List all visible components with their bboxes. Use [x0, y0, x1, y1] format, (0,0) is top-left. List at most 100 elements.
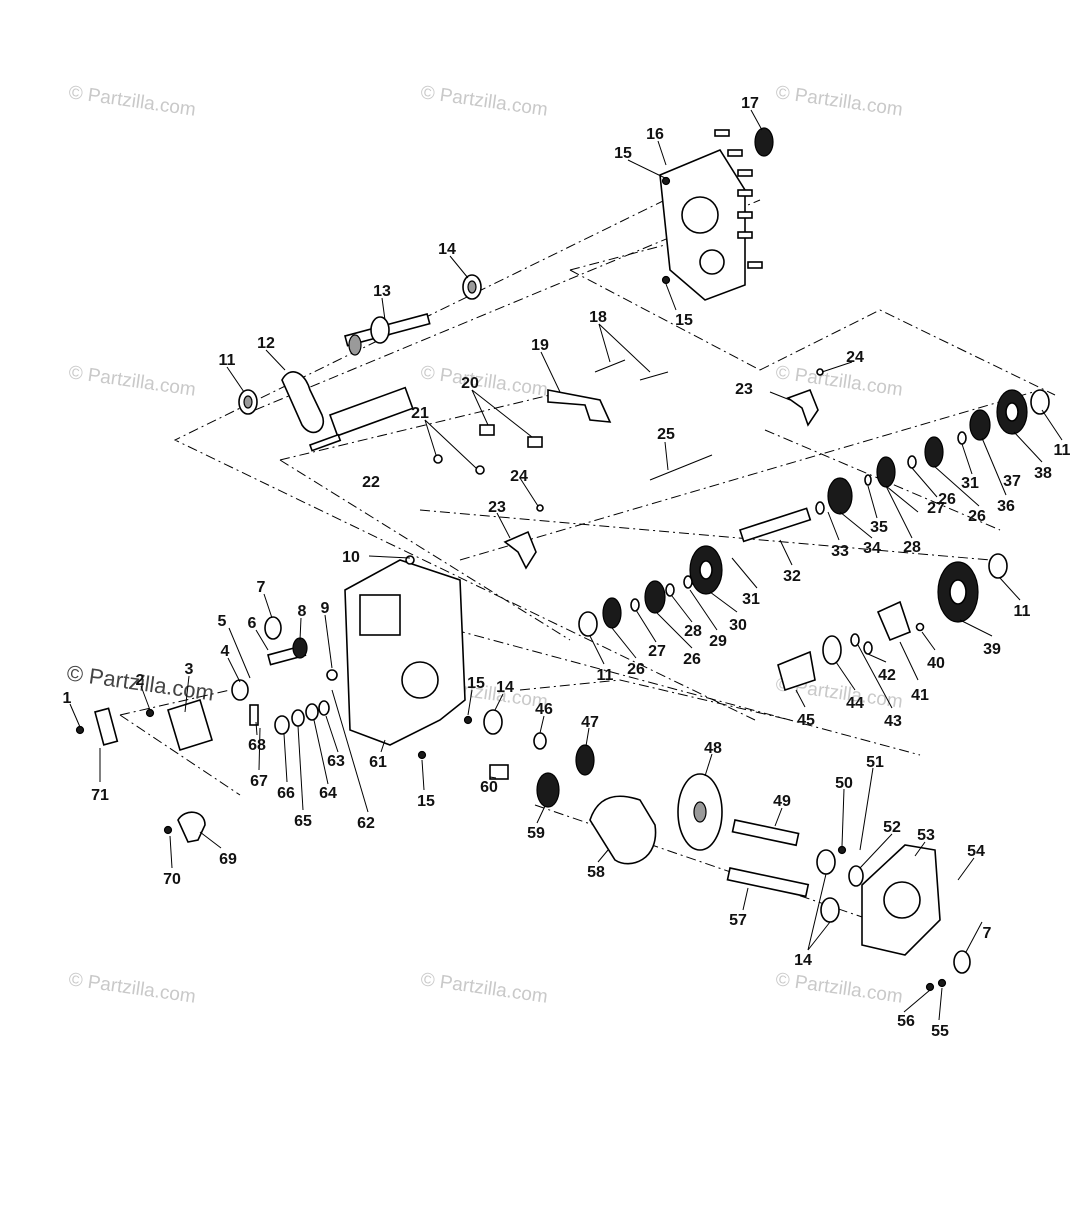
callout-14-repeat: 14 [794, 952, 812, 969]
callout-7-repeat: 7 [983, 925, 992, 942]
callout-64: 64 [319, 785, 337, 802]
callout-11-repeat: 11 [1054, 442, 1071, 459]
callout-27: 27 [927, 500, 945, 517]
callout-62: 62 [357, 815, 375, 832]
callout-48: 48 [704, 740, 722, 757]
callout-57: 57 [729, 912, 747, 929]
callout-28: 28 [903, 539, 921, 556]
callout-65: 65 [294, 813, 312, 830]
callout-32: 32 [783, 568, 801, 585]
callout-38: 38 [1034, 465, 1052, 482]
watermark: © Partzilla.com [774, 362, 904, 401]
watermark: © Partzilla.com [67, 82, 197, 121]
callout-11-repeat: 11 [597, 667, 614, 684]
callout-11: 11 [219, 352, 236, 369]
watermarks: © Partzilla.com © Partzilla.com © Partzi… [65, 82, 904, 1008]
watermark: © Partzilla.com [419, 362, 549, 401]
watermark: © Partzilla.com [67, 969, 197, 1008]
callout-24: 24 [846, 349, 864, 366]
callout-15-repeat: 15 [467, 675, 485, 692]
callout-26-repeat: 26 [683, 651, 701, 668]
callout-29: 29 [709, 633, 727, 650]
belt-58 [589, 795, 657, 865]
callout-8: 8 [298, 603, 307, 620]
bracket-19 [547, 389, 612, 423]
callout-66: 66 [277, 785, 295, 802]
callout-1: 1 [63, 690, 72, 707]
callout-40: 40 [927, 655, 945, 672]
callout-5: 5 [218, 613, 227, 630]
bracket-71 [94, 707, 119, 746]
callout-23: 23 [735, 381, 753, 398]
callout-69: 69 [219, 851, 237, 868]
callout-26-repeat: 26 [938, 491, 956, 508]
parts [75, 127, 1050, 992]
gear-stack-upper [815, 389, 1050, 515]
gear-stack-lower [578, 575, 693, 637]
callout-53: 53 [917, 827, 935, 844]
callout-63: 63 [327, 753, 345, 770]
callout-15-repeat: 15 [417, 793, 435, 810]
callout-30: 30 [729, 617, 747, 634]
callout-43: 43 [884, 713, 902, 730]
callout-33: 33 [831, 543, 849, 560]
callout-31: 31 [961, 475, 979, 492]
callout-67: 67 [250, 773, 268, 790]
callout-39: 39 [983, 641, 1001, 658]
callout-42: 42 [878, 667, 896, 684]
shaft-13 [344, 313, 431, 356]
callout-14: 14 [438, 241, 456, 258]
callout-7: 7 [257, 579, 266, 596]
watermark: © Partzilla.com [419, 82, 549, 121]
callout-70: 70 [163, 871, 181, 888]
callout-18: 18 [589, 309, 607, 326]
housing-3 [167, 698, 213, 752]
callout-56: 56 [897, 1013, 915, 1030]
callout-15: 15 [614, 145, 632, 162]
callout-31-repeat: 31 [742, 591, 760, 608]
callout-26-repeat: 26 [627, 661, 645, 678]
callout-52: 52 [883, 819, 901, 836]
callout-34: 34 [863, 540, 881, 557]
callout-28-repeat: 28 [684, 623, 702, 640]
callout-3: 3 [185, 661, 194, 678]
callout-21: 21 [411, 405, 429, 422]
watermark: © Partzilla.com [774, 82, 904, 121]
callout-9: 9 [321, 600, 330, 617]
main-housing-61 [344, 559, 466, 746]
bolts-top-cover [714, 129, 763, 269]
callout-10: 10 [342, 549, 360, 566]
callout-17: 17 [741, 95, 759, 112]
callout-60: 60 [480, 779, 498, 796]
callout-24-repeat: 24 [510, 468, 528, 485]
shift-fork-23-upper [786, 388, 819, 427]
callout-13: 13 [373, 283, 391, 300]
shaft-22 [308, 386, 414, 452]
watermark: © Partzilla.com [774, 969, 904, 1008]
callout-54: 54 [967, 843, 985, 860]
callout-41: 41 [911, 687, 929, 704]
watermark: © Partzilla.com [419, 969, 549, 1008]
callout-44: 44 [846, 695, 864, 712]
callout-36: 36 [997, 498, 1015, 515]
callout-19: 19 [531, 337, 549, 354]
callout-45: 45 [797, 712, 815, 729]
callout-23-repeat: 23 [488, 499, 506, 516]
callout-27-repeat: 27 [648, 643, 666, 660]
callout-51: 51 [866, 754, 884, 771]
callout-6: 6 [248, 615, 257, 632]
callout-11-repeat: 11 [1014, 603, 1031, 620]
callout-68: 68 [248, 737, 266, 754]
callout-2: 2 [136, 672, 145, 689]
callout-labels-repeat: 15 15 15 14 14 11 11 11 23 24 26 26 26 2… [417, 312, 1070, 969]
callout-20: 20 [461, 375, 479, 392]
callout-12: 12 [257, 335, 275, 352]
callout-49: 49 [773, 793, 791, 810]
callout-59: 59 [527, 825, 545, 842]
callout-71: 71 [91, 787, 109, 804]
watermark: © Partzilla.com [67, 362, 197, 401]
alignment-guides [119, 199, 1056, 931]
callout-35: 35 [870, 519, 888, 536]
callout-46: 46 [535, 701, 553, 718]
